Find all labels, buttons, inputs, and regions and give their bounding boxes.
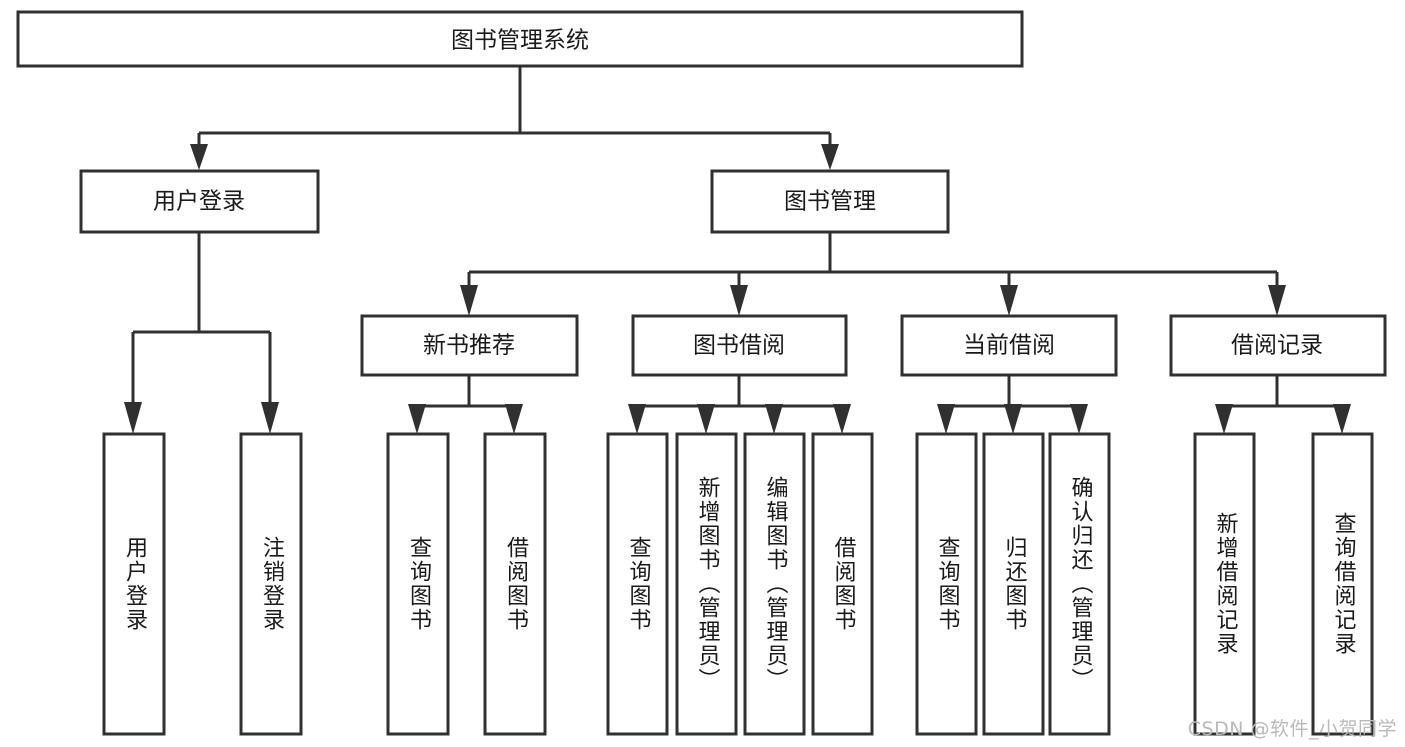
arrow-user-login-child-1	[124, 402, 142, 434]
node-layer: 图书管理系统 用户登录 图书管理 新书推荐 图书借阅 当前借阅 借阅记录	[16, 10, 1387, 736]
connector-layer	[124, 66, 1351, 434]
arrow-record-child-1	[1215, 404, 1233, 434]
leaf-box-record-1[interactable]	[1193, 432, 1256, 736]
leaf-box-current-3[interactable]	[1048, 432, 1111, 736]
arrow-recommend-child-2	[505, 404, 523, 434]
node-current-borrow-label: 当前借阅	[963, 333, 1055, 359]
node-borrow-record-box[interactable]	[1169, 314, 1387, 377]
watermark-text: CSDN @软件_小贺同学	[1187, 718, 1397, 740]
leaf-box-current-1[interactable]	[915, 432, 978, 736]
arrow-borrow-child-3	[765, 404, 783, 434]
arrow-recommend-child-1	[408, 404, 426, 434]
arrow-level3-1	[460, 285, 478, 316]
arrow-level3-4	[1268, 285, 1286, 316]
arrow-level3-3	[1000, 285, 1018, 316]
leaf-box-current-2[interactable]	[982, 432, 1045, 736]
node-book-borrow-label: 图书借阅	[693, 333, 785, 359]
leaf-box-borrow-4[interactable]	[811, 432, 874, 736]
node-borrow-record-label: 借阅记录	[1231, 333, 1323, 359]
leaf-box-user-login-1[interactable]	[102, 432, 166, 736]
leaf-box-record-2[interactable]	[1311, 432, 1374, 736]
leaf-box-user-login-2[interactable]	[239, 432, 303, 736]
arrow-to-book-manage	[821, 144, 839, 170]
node-root-box[interactable]	[16, 10, 1024, 68]
leaf-box-recommend-1[interactable]	[386, 432, 450, 736]
node-book-manage-label: 图书管理	[784, 189, 876, 215]
node-book-borrow-box[interactable]	[631, 314, 848, 377]
node-new-book-recommend-label: 新书推荐	[423, 333, 515, 359]
arrow-to-user-login	[190, 144, 208, 170]
leaf-box-recommend-2[interactable]	[483, 432, 547, 736]
leaf-box-borrow-2[interactable]	[675, 432, 738, 736]
arrow-current-child-1	[937, 404, 955, 434]
arrow-current-child-2	[1004, 404, 1022, 434]
node-user-login-label: 用户登录	[153, 189, 245, 215]
arrow-level3-2	[730, 285, 748, 316]
node-user-login-box[interactable]	[79, 169, 320, 234]
arrow-borrow-child-1	[628, 404, 646, 434]
node-current-borrow-box[interactable]	[900, 314, 1118, 377]
arrow-borrow-child-2	[697, 404, 715, 434]
node-new-book-recommend-box[interactable]	[360, 314, 579, 377]
arrow-current-child-3	[1070, 404, 1088, 434]
arrow-user-login-child-2	[261, 402, 279, 434]
arrow-record-child-2	[1333, 404, 1351, 434]
arrow-borrow-child-4	[833, 404, 851, 434]
node-book-manage-box[interactable]	[710, 169, 950, 234]
node-root-label: 图书管理系统	[451, 28, 589, 54]
leaf-box-borrow-1[interactable]	[606, 432, 669, 736]
leaf-box-borrow-3[interactable]	[743, 432, 806, 736]
